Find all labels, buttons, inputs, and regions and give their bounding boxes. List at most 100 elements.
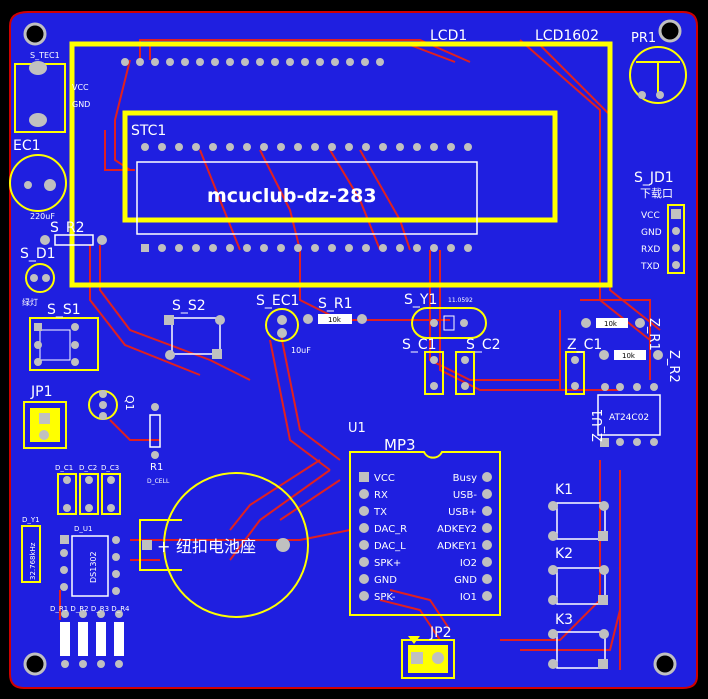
jp2-designator: JP2 xyxy=(429,625,451,641)
mp3-pin-vcc: VCC xyxy=(374,473,395,484)
z-r1-value: 10k xyxy=(604,320,618,328)
d-c2-designator: D_C2 xyxy=(79,464,97,472)
s-jd1-download: 下载口 xyxy=(640,187,673,200)
s-jd1-gnd: GND xyxy=(641,228,662,238)
mp3-label: MP3 xyxy=(384,436,416,454)
r1-resistor: R1 D_CELL xyxy=(147,403,170,485)
ec1-value: 220uF xyxy=(30,212,55,221)
mounting-holes xyxy=(23,19,682,676)
lcd-pin-row xyxy=(121,58,384,66)
d-cell-label: D_CELL xyxy=(147,478,170,485)
k3-button: K3 xyxy=(548,612,609,669)
k1-designator: K1 xyxy=(555,482,573,498)
lcd1602-label: LCD1602 xyxy=(535,28,599,44)
mp3-pin-dac-l: DAC_L xyxy=(374,541,406,552)
coin-battery-holder: + 纽扣电池座 xyxy=(139,472,309,618)
pr1-photoresistor: PR1 xyxy=(629,31,687,104)
mp3-left-labels: VCC RX TX DAC_R DAC_L SPK+ GND SPK- xyxy=(373,473,407,603)
d-r-designators: D_R1 D_R2 D_R3 D_R4 xyxy=(50,605,130,613)
d-y1-crystal: D_Y1 32.768kHz xyxy=(21,516,41,583)
mp3-left-pads xyxy=(359,472,369,601)
s-jd1-header: S_JD1 下载口 VCC GND RXD TXD xyxy=(634,170,685,274)
mp3-pin-adkey1: ADKEY1 xyxy=(437,541,477,552)
s-r1-designator: S_R1 xyxy=(318,296,353,312)
stc-outline xyxy=(122,110,558,223)
z-u1-eeprom: AT24C02 Z_U1 xyxy=(591,383,661,447)
mp3-pin-gnd-left: GND xyxy=(374,575,397,586)
r1-designator: R1 xyxy=(150,462,163,473)
mp3-pin-io2: IO2 xyxy=(460,558,477,569)
mp3-pin-adkey2: ADKEY2 xyxy=(437,524,477,535)
k3-designator: K3 xyxy=(555,612,573,628)
ec1-designator: EC1 xyxy=(13,138,41,154)
s-c1-designator: S_C1 xyxy=(402,337,437,353)
stc-chip: STC1 mcuclub-dz-283 xyxy=(122,110,558,252)
z-r1-resistor: 10k Z_R1 xyxy=(581,318,661,351)
s-c2-designator: S_C2 xyxy=(466,337,501,353)
z-c1-designator: Z_C1 xyxy=(567,337,602,353)
k1-button: K1 xyxy=(548,482,609,541)
q1-transistor: Q1 xyxy=(88,390,136,420)
jp1-designator: JP1 xyxy=(30,384,52,400)
mount-hole-tr xyxy=(658,19,682,43)
mp3-pin-tx: TX xyxy=(373,507,387,518)
s-ec1-designator: S_EC1 xyxy=(256,293,299,309)
z-r2-resistor: 10k Z_R2 xyxy=(599,350,681,383)
k2-button: K2 xyxy=(548,546,609,605)
d-resistors: D_R1 D_R2 D_R3 D_R4 xyxy=(50,605,130,668)
mp3-pin-dac-r: DAC_R xyxy=(374,524,407,535)
s-r2-designator: S_R2 xyxy=(50,220,85,236)
jp1-connector: JP1 xyxy=(23,384,67,449)
mount-hole-tl xyxy=(23,22,47,46)
s-tec1-connector: S_TEC1 VCC GND xyxy=(14,51,90,133)
s-ec1-value: 10uF xyxy=(291,346,311,355)
d-capacitors: D_C1 D_C2 D_C3 xyxy=(55,464,121,515)
lcd1602-module: LCD1 LCD1602 xyxy=(69,28,613,288)
lcd1-designator: LCD1 xyxy=(430,28,467,44)
d-u1-chip-text: DS1302 xyxy=(89,551,98,583)
s-jd1-rxd: RXD xyxy=(641,245,660,255)
s-y1-designator: S_Y1 xyxy=(404,292,437,308)
s-ec1-capacitor: S_EC1 10uF xyxy=(256,293,311,355)
mp3-right-pads xyxy=(482,472,492,601)
mp3-pin-io1: IO1 xyxy=(460,592,477,603)
z-r2-designator: Z_R2 xyxy=(666,350,681,383)
z-r1-designator: Z_R1 xyxy=(646,318,661,351)
mp3-right-labels: Busy USB- USB+ ADKEY2 ADKEY1 IO2 GND IO1 xyxy=(437,473,477,603)
stc-bottom-pins xyxy=(141,244,472,252)
z-u1-chip-text: AT24C02 xyxy=(609,413,649,423)
copper-traces xyxy=(59,39,661,670)
mp3-outline xyxy=(349,451,501,616)
mp3-module: U1 MP3 VCC RX TX DAC_R DAC_L SPK+ GND SP… xyxy=(348,421,501,616)
mp3-pin-busy: Busy xyxy=(453,473,477,484)
battery-label: 纽扣电池座 xyxy=(176,537,256,556)
s-jd1-txd: TXD xyxy=(640,262,660,272)
d-y1-designator: D_Y1 xyxy=(22,516,40,524)
mp3-pin-spk-minus: SPK- xyxy=(374,592,396,603)
s-s1-designator: S_S1 xyxy=(47,302,81,318)
battery-plus-sign: + xyxy=(157,537,170,556)
ec1-capacitor: EC1 220uF xyxy=(9,138,67,221)
s-jd1-designator: S_JD1 xyxy=(634,170,674,186)
d-c3-designator: D_C3 xyxy=(101,464,119,472)
s-y1-value: 11.0592 xyxy=(448,297,473,304)
s-jd1-vcc: VCC xyxy=(641,211,660,221)
mp3-pin-rx: RX xyxy=(374,490,388,501)
mp3-pin-spk-plus: SPK+ xyxy=(374,558,401,569)
mp3-pin-usb-minus: USB- xyxy=(453,490,478,501)
z-c1-capacitor: Z_C1 xyxy=(565,337,602,395)
s-d1-designator: S_D1 xyxy=(20,246,56,262)
stc-body xyxy=(136,161,478,235)
s-tec1-designator: S_TEC1 xyxy=(30,51,60,60)
d-c1-designator: D_C1 xyxy=(55,464,73,472)
d-u1-rtc-chip: D_U1 DS1302 xyxy=(60,525,120,597)
s-r1-resistor: S_R1 10k xyxy=(303,296,367,324)
stc-chip-text: mcuclub-dz-283 xyxy=(207,185,377,207)
s-r1-value: 10k xyxy=(328,316,342,324)
s-s2-designator: S_S2 xyxy=(172,298,206,314)
s-tec1-vcc: VCC xyxy=(72,83,89,92)
d-y1-value: 32.768kHz xyxy=(29,542,37,580)
lcd-outline xyxy=(69,41,613,288)
mp3-pin-gnd-right: GND xyxy=(454,575,477,586)
mount-hole-bl xyxy=(23,652,47,676)
